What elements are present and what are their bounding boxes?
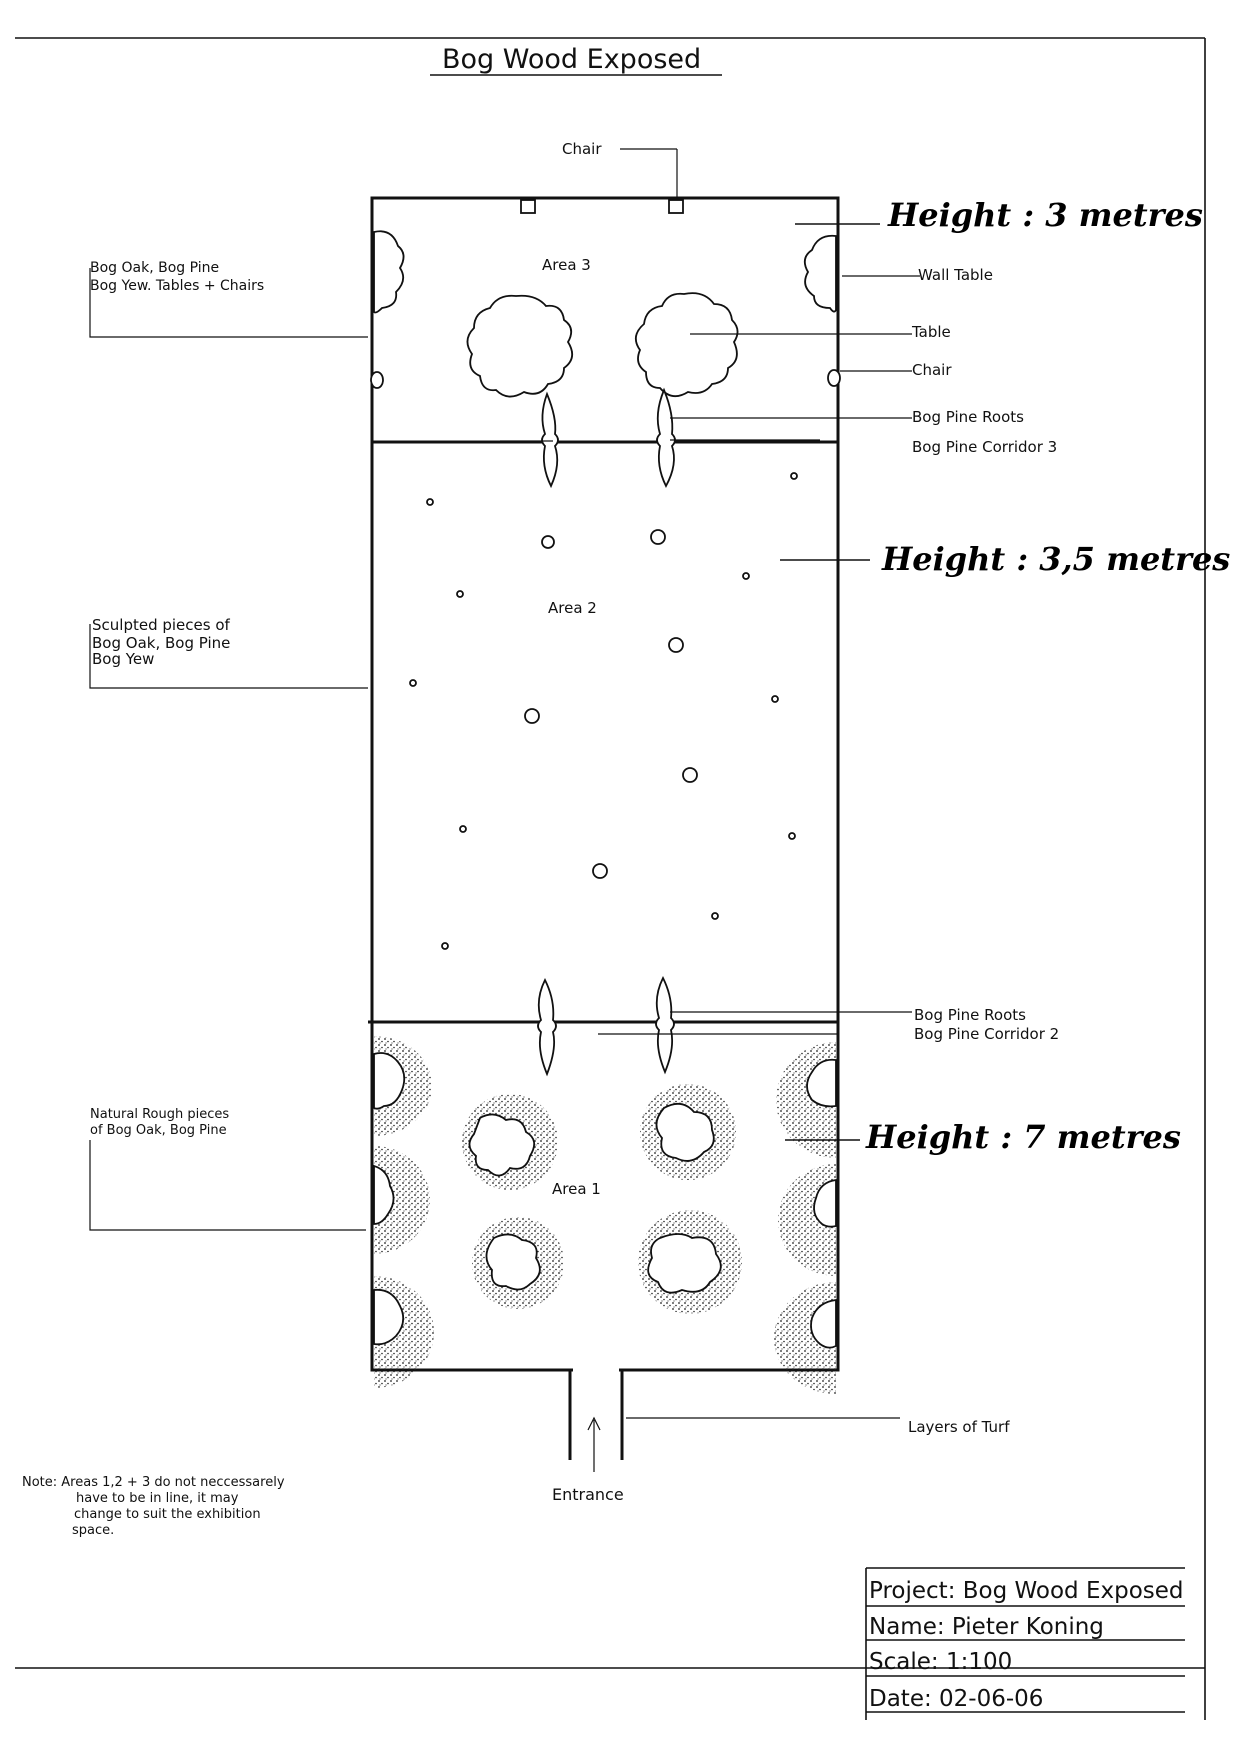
entrance-label: Entrance xyxy=(552,1485,624,1504)
drawing-title: Bog Wood Exposed xyxy=(442,44,701,75)
area1-label: Area 1 xyxy=(552,1180,601,1198)
room-walls xyxy=(368,196,840,1460)
table-label: Table xyxy=(911,323,951,341)
left-note-area1-line2: of Bog Oak, Bog Pine xyxy=(90,1123,227,1138)
height-area3: Height : 3 metres xyxy=(887,196,1203,234)
area2-sculptures xyxy=(409,472,798,950)
area3-label: Area 3 xyxy=(542,256,591,274)
title-block xyxy=(865,1567,1185,1720)
bog-pine-corridor-2 xyxy=(537,975,838,1077)
area3-furniture xyxy=(370,199,841,398)
bog-pine-roots-label-upper: Bog Pine Roots xyxy=(912,408,1024,426)
wall-table-right-icon xyxy=(803,234,837,313)
left-note-area3: Bog Oak, Bog Pine Bog Yew. Tables + Chai… xyxy=(90,260,264,294)
height-area2: Height : 3,5 metres xyxy=(881,540,1230,578)
title-block-name: Name: Pieter Koning xyxy=(869,1614,1104,1640)
layers-of-turf-label: Layers of Turf xyxy=(908,1418,1010,1436)
bottom-note-line1: Note: Areas 1,2 + 3 do not neccessarely xyxy=(22,1475,285,1490)
chair-icon xyxy=(668,199,684,214)
chair-icon xyxy=(827,369,841,387)
title-block-project: Project: Bog Wood Exposed xyxy=(869,1578,1184,1604)
left-note-area2-line1: Sculpted pieces of xyxy=(92,616,231,634)
left-note-area3-line2: Bog Yew. Tables + Chairs xyxy=(90,278,264,294)
title-block-date: Date: 02-06-06 xyxy=(869,1686,1043,1712)
area2-label: Area 2 xyxy=(548,599,597,617)
bog-pine-roots-label-lower: Bog Pine Roots xyxy=(914,1006,1026,1024)
left-note-area3-line1: Bog Oak, Bog Pine xyxy=(90,260,219,276)
bog-pine-corridor-2-label: Bog Pine Corridor 2 xyxy=(914,1025,1059,1043)
chair-icon xyxy=(370,371,384,389)
bottom-note-line4: space. xyxy=(72,1523,114,1538)
left-note-area1: Natural Rough pieces of Bog Oak, Bog Pin… xyxy=(90,1107,233,1138)
wall-table-label: Wall Table xyxy=(918,266,993,284)
bog-pine-corridor-3 xyxy=(500,387,820,489)
left-note-area1-line1: Natural Rough pieces xyxy=(90,1107,229,1122)
table-left-icon xyxy=(466,294,574,398)
wall-table-left-icon xyxy=(373,230,405,314)
table-right-icon xyxy=(634,292,739,398)
title-block-scale: Scale: 1:100 xyxy=(869,1649,1012,1675)
left-note-area2-line2: Bog Oak, Bog Pine xyxy=(92,634,230,652)
bottom-note-line2: have to be in line, it may xyxy=(76,1491,239,1506)
chair-icon xyxy=(520,199,536,214)
left-note-area2-line3: Bog Yew xyxy=(92,650,154,668)
height-area1: Height : 7 metres xyxy=(865,1118,1181,1156)
leader-lines xyxy=(89,148,920,1472)
bog-pine-corridor-3-label: Bog Pine Corridor 3 xyxy=(912,438,1057,456)
page-border xyxy=(15,37,1206,1720)
chair-label-side: Chair xyxy=(912,361,952,379)
left-note-area2: Sculpted pieces of Bog Oak, Bog Pine Bog… xyxy=(92,616,235,668)
bottom-note: Note: Areas 1,2 + 3 do not neccessarely … xyxy=(22,1475,289,1538)
area1-rough-pieces xyxy=(373,1036,837,1394)
chair-label-top: Chair xyxy=(562,140,602,158)
bottom-note-line3: change to suit the exhibition xyxy=(74,1507,261,1522)
